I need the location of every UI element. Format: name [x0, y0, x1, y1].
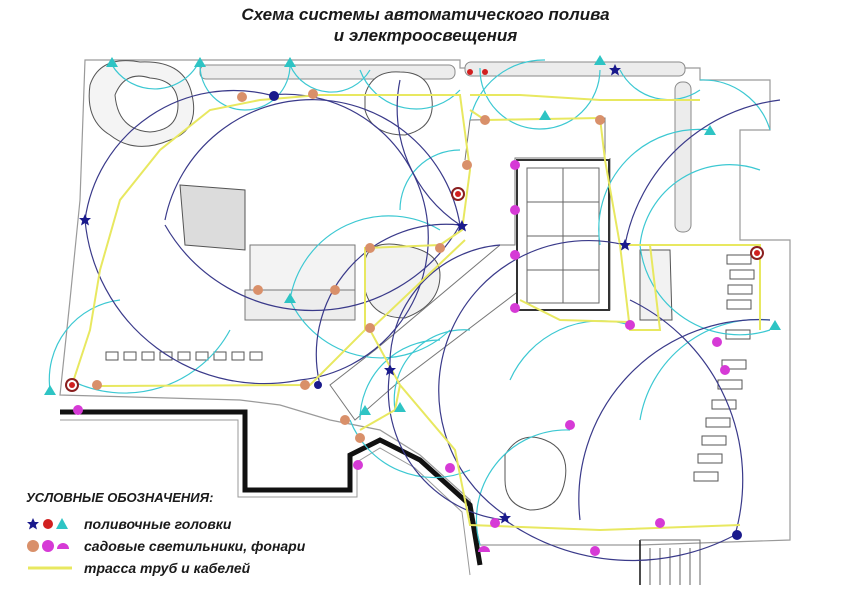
lamp-magenta [655, 518, 665, 528]
sprinkler-star [79, 214, 91, 226]
sprinkler-heads-triangle [44, 55, 781, 415]
lamp-orange [355, 433, 365, 443]
sprinkler-triangle [106, 57, 118, 67]
sprinkler-star [384, 364, 396, 376]
title-line-2: и электроосвещения [333, 26, 518, 45]
lamp-magenta [353, 460, 363, 470]
title-line-1: Схема системы автоматического полива [241, 5, 610, 24]
sprinkler-star [456, 220, 468, 232]
sprinkler-star [609, 64, 621, 76]
lamp-magenta [73, 405, 83, 415]
lamp-magenta [445, 463, 455, 473]
lamp-magenta [625, 320, 635, 330]
lamp-magenta [510, 160, 520, 170]
lamp-half-magenta [478, 546, 490, 552]
garden-lights-icon [27, 540, 69, 552]
lamp-orange [462, 160, 472, 170]
sprinkler-heads-red [65, 69, 764, 392]
lamp-orange [435, 243, 445, 253]
terrace [516, 159, 610, 311]
pipe-cable-line-icon [28, 566, 72, 570]
lamp-orange [92, 380, 102, 390]
spray-arcs-cyan [48, 59, 771, 546]
sprinkler-dot [732, 530, 742, 540]
sprinkler-triangle [769, 320, 781, 330]
lamp-magenta [720, 365, 730, 375]
lamp-orange [340, 415, 350, 425]
legend-label-pipes: трасса труб и кабелей [84, 560, 251, 576]
legend-label-lights: садовые светильники, фонари [84, 538, 306, 554]
shrub-clusters [88, 60, 673, 511]
sprinkler-triangle [539, 110, 551, 120]
sprinkler-heads-dot [269, 91, 742, 540]
sprinkler-dot [314, 381, 322, 389]
legend-item-lights: садовые светильники, фонари [26, 535, 305, 557]
sprinkler-triangle [359, 405, 371, 415]
lamp-orange [595, 115, 605, 125]
lamp-magenta [565, 420, 575, 430]
lamp-orange [253, 285, 263, 295]
legend-item-sprinklers: поливочные головки [26, 513, 305, 535]
sprinkler-heads-star [79, 64, 631, 524]
lamp-orange [330, 285, 340, 295]
lamp-magenta [490, 518, 500, 528]
lamp-orange [365, 243, 375, 253]
sprinkler-triangle [284, 57, 296, 67]
lamp-orange [480, 115, 490, 125]
sprinkler-star [499, 512, 511, 524]
legend-label-sprinklers: поливочные головки [84, 516, 232, 532]
legend-item-pipes: трасса труб и кабелей [26, 557, 305, 579]
lamp-magenta [510, 205, 520, 215]
sprinkler-triangle [284, 293, 296, 303]
sprinkler-triangle [394, 402, 406, 412]
garden-lights-magenta [73, 160, 730, 556]
sprinkler-dot [269, 91, 279, 101]
lamp-orange [237, 92, 247, 102]
legend: УСЛОВНЫЕ ОБОЗНАЧЕНИЯ: поливочные головки… [26, 490, 305, 579]
legend-title: УСЛОВНЫЕ ОБОЗНАЧЕНИЯ: [26, 490, 214, 505]
garden-lights-orange [92, 89, 605, 443]
lamp-orange [300, 380, 310, 390]
sprinkler-star [619, 239, 631, 251]
sprinkler-triangle [594, 55, 606, 65]
sprinkler-triangle [44, 385, 56, 395]
lamp-magenta [712, 337, 722, 347]
sprinkler-triangle [194, 57, 206, 67]
house-walls [60, 409, 641, 585]
lamp-orange [365, 323, 375, 333]
diagram-title: Схема системы автоматического полива и э… [0, 4, 851, 46]
sprinkler-heads-icon [27, 518, 68, 530]
lamp-magenta [510, 250, 520, 260]
hedge-top [199, 61, 692, 233]
lamp-orange [308, 89, 318, 99]
lamp-magenta [590, 546, 600, 556]
sprinkler-triangle [704, 125, 716, 135]
sprinkler-red [482, 69, 488, 75]
spray-arcs-navy [84, 79, 781, 562]
lamp-magenta [510, 303, 520, 313]
sprinkler-red [467, 69, 473, 75]
